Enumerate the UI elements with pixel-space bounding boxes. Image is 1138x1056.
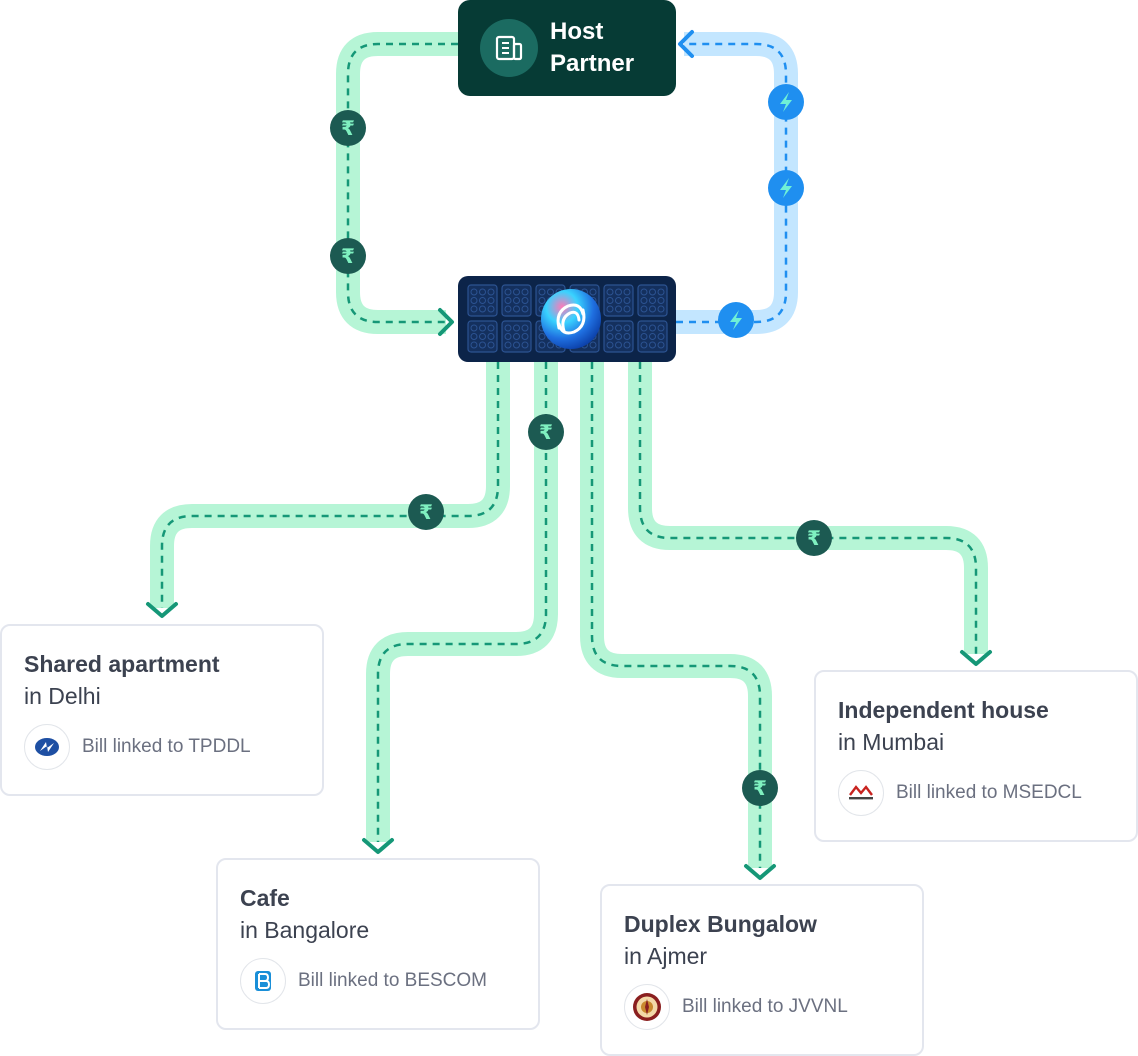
rupee-coin-icon: ₹ <box>330 238 366 274</box>
location-card-ajmer: Duplex Bungalow in Ajmer Bill linked to … <box>600 884 924 1056</box>
svg-text:₹: ₹ <box>341 244 355 268</box>
location-place: in Delhi <box>24 683 101 709</box>
money-flow-mumbai <box>628 362 992 666</box>
svg-text:₹: ₹ <box>419 500 433 524</box>
rupee-coin-icon: ₹ <box>742 770 778 806</box>
location-card-mumbai: Independent house in Mumbai Bill linked … <box>814 670 1138 842</box>
money-flow-bangalore <box>362 362 558 854</box>
rupee-coin-icon: ₹ <box>408 494 444 530</box>
location-title: Shared apartment <box>24 651 220 677</box>
bill-label: Bill linked to JVVNL <box>682 996 848 1017</box>
lightning-bolt-icon <box>768 170 804 206</box>
jvvnl-logo-icon <box>624 984 670 1030</box>
arrow-head-icon <box>678 30 694 58</box>
lightning-bolt-icon <box>768 84 804 120</box>
location-card-delhi: Shared apartment in Delhi Bill linked to… <box>0 624 324 796</box>
arrow-head-icon <box>744 864 776 880</box>
arrow-head-icon <box>438 308 454 336</box>
svg-text:₹: ₹ <box>539 420 553 444</box>
location-title: Independent house <box>838 697 1049 723</box>
brand-logo-icon <box>541 289 601 349</box>
tpddl-logo-icon <box>24 724 70 770</box>
bill-label: Bill linked to BESCOM <box>298 970 488 991</box>
rupee-coin-icon: ₹ <box>330 110 366 146</box>
lightning-bolt-icon <box>718 302 754 338</box>
location-title: Duplex Bungalow <box>624 911 817 937</box>
energy-flow-to-host <box>676 30 798 334</box>
bescom-logo-icon <box>240 958 286 1004</box>
arrow-head-icon <box>146 602 178 618</box>
location-place: in Mumbai <box>838 729 945 755</box>
msedcl-logo-icon <box>838 770 884 816</box>
money-flow-delhi <box>146 362 510 618</box>
svg-text:₹: ₹ <box>807 526 821 550</box>
host-title-line2: Partner <box>550 50 635 77</box>
svg-text:₹: ₹ <box>753 776 767 800</box>
rupee-coin-icon: ₹ <box>796 520 832 556</box>
location-place: in Bangalore <box>240 917 370 943</box>
location-card-bangalore: Cafe in Bangalore Bill linked to BESCOM <box>216 858 540 1030</box>
svg-text:₹: ₹ <box>341 116 355 140</box>
bill-label: Bill linked to MSEDCL <box>896 782 1082 803</box>
solar-panel-hub <box>458 276 676 362</box>
location-place: in Ajmer <box>624 943 708 969</box>
building-icon <box>480 19 538 77</box>
arrow-head-icon <box>362 838 394 854</box>
arrow-head-icon <box>960 650 992 666</box>
host-title-line1: Host <box>550 18 604 45</box>
rupee-coin-icon: ₹ <box>528 414 564 450</box>
money-flow-to-hub <box>336 32 458 336</box>
bill-label: Bill linked to TPDDL <box>82 736 251 757</box>
host-partner-card: Host Partner <box>458 0 676 96</box>
location-title: Cafe <box>240 885 290 911</box>
solar-panel-icon <box>467 284 668 353</box>
money-flow-ajmer <box>580 362 776 880</box>
